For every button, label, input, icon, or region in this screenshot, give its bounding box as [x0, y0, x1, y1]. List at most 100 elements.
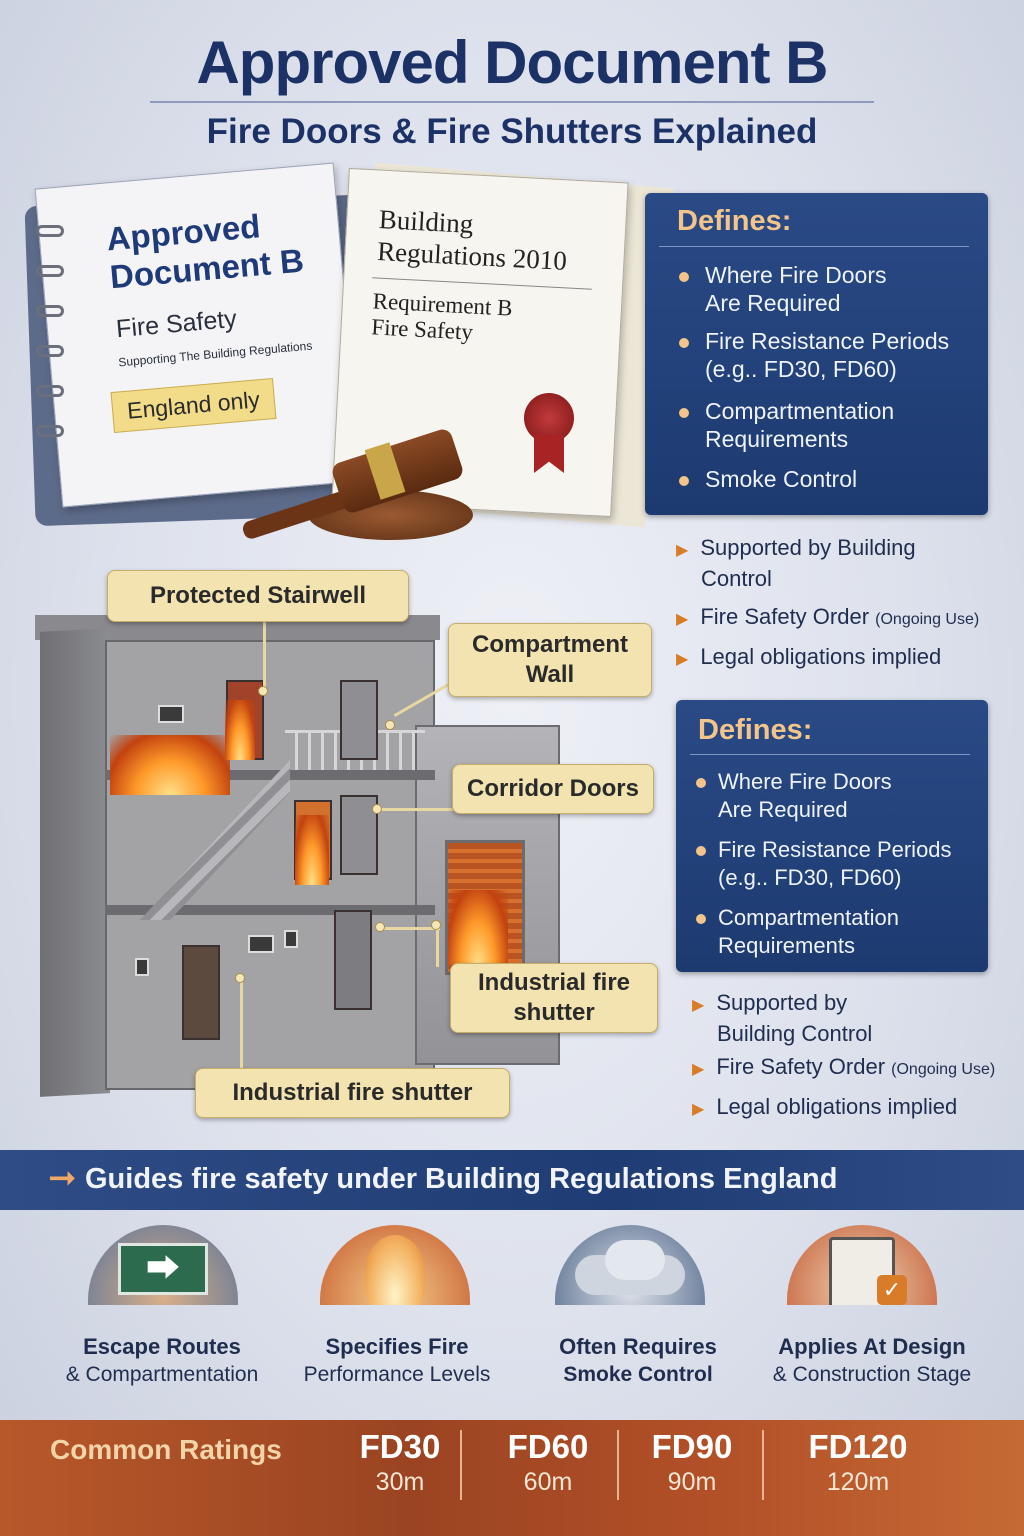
- callout-dot: [431, 920, 441, 930]
- bullet-text: Building Control: [717, 1021, 873, 1046]
- panel-item-line: (e.g.. FD30, FD60): [705, 356, 897, 382]
- fire-icon: [295, 815, 329, 885]
- binder-ring-icon: [36, 265, 64, 277]
- panel-item: Where Fire Doors Are Required: [679, 261, 886, 317]
- panel-item-line: Compartmentation: [705, 398, 895, 424]
- binder-ring-icon: [36, 385, 64, 397]
- callout-leader: [436, 927, 439, 967]
- panel-item: Fire Resistance Periods (e.g.. FD30, FD6…: [696, 836, 952, 892]
- panel-item-line: Where Fire Doors: [705, 262, 887, 288]
- door-icon: [340, 680, 378, 760]
- callout-protected-stairwell: Protected Stairwell: [107, 570, 409, 622]
- window-icon: [248, 935, 274, 953]
- building-side-wall: [40, 628, 110, 1097]
- flame-icon: [320, 1225, 470, 1305]
- callout-dot: [258, 686, 268, 696]
- bullet-dot-icon: [679, 271, 689, 282]
- panel-divider: [690, 754, 970, 755]
- fire-icon: [110, 735, 230, 795]
- ratings-strip: [0, 1420, 1024, 1536]
- fire-icon: [448, 890, 508, 965]
- floor-slab: [105, 905, 435, 915]
- panel-item-line: Are Required: [718, 797, 848, 822]
- bullet-dot-icon: [696, 778, 706, 789]
- callout-leader: [263, 616, 266, 691]
- info-bullet: ▶ Supported by Building Control: [692, 989, 872, 1048]
- window-icon: [135, 958, 149, 976]
- rating-divider: [460, 1430, 462, 1500]
- panel-item-line: Fire Resistance Periods: [705, 328, 950, 354]
- panel-item-line: Where Fire Doors: [718, 769, 892, 794]
- arrow-right-icon: ➞: [48, 1159, 77, 1197]
- panel-item: Where Fire Doors Are Required: [696, 768, 892, 824]
- panel-item: Smoke Control: [679, 465, 857, 493]
- panel-item: Compartmentation Requirements: [696, 904, 899, 960]
- bullet-dot-icon: [696, 846, 706, 857]
- rating-code: FD30: [359, 1428, 441, 1465]
- rating-time: 30m: [375, 1468, 425, 1496]
- binder-ring-icon: [36, 305, 64, 317]
- bullet-dot-icon: [679, 337, 689, 348]
- callout-leader: [240, 978, 243, 1070]
- rating-code: FD120: [808, 1428, 908, 1465]
- triangle-bullet-icon: ▶: [692, 997, 705, 1014]
- clipboard-check-icon: ✓: [787, 1225, 937, 1305]
- regulations-subtitle: Requirement B Fire Safety: [370, 288, 514, 345]
- info-bullet: ▶ Supported by Building Control: [676, 534, 916, 593]
- fire-icon: [225, 700, 255, 760]
- bullet-dot-icon: [679, 475, 689, 486]
- info-bullet: ▶Legal obligations implied: [676, 643, 941, 674]
- feature-title: Specifies Fire: [325, 1334, 469, 1359]
- window-icon: [284, 930, 298, 948]
- window-icon: [158, 705, 184, 723]
- callout-dot: [235, 973, 245, 983]
- callout-leader: [380, 927, 440, 930]
- door-icon: [182, 945, 220, 1040]
- binder-ring-icon: [36, 225, 64, 237]
- smoke-icon: [555, 1225, 705, 1305]
- triangle-bullet-icon: ▶: [676, 542, 689, 559]
- panel-item-line: (e.g.. FD30, FD60): [718, 865, 902, 890]
- rating-divider: [617, 1430, 619, 1500]
- fire-exit-icon: ⮕: [88, 1225, 238, 1305]
- panel-divider: [659, 246, 969, 247]
- feature-subtitle: & Compartmentation: [65, 1363, 259, 1386]
- info-bullet: ▶Legal obligations implied: [692, 1093, 957, 1124]
- panel-item-line: Requirements: [705, 426, 849, 452]
- page-title: Approved Document B: [196, 29, 828, 96]
- defines-panel-bottom: Defines: Where Fire Doors Are Required F…: [676, 700, 988, 972]
- bullet-dot-icon: [679, 407, 689, 418]
- title-divider: [150, 101, 874, 103]
- bullet-note: (Ongoing Use): [875, 611, 980, 628]
- panel-item: Compartmentation Requirements: [679, 397, 894, 453]
- page-subtitle: Fire Doors & Fire Shutters Explained: [206, 112, 818, 151]
- rating-code: FD90: [651, 1428, 733, 1465]
- rating-time: 60m: [523, 1468, 573, 1496]
- bullet-note: (Ongoing Use): [891, 1061, 996, 1078]
- bullet-text: Fire Safety Order: [700, 604, 870, 629]
- feature-title: Applies At Design: [778, 1334, 966, 1359]
- bullet-text: Control: [701, 566, 772, 591]
- panel-item-line: Compartmentation: [718, 905, 899, 930]
- panel-heading: Defines:: [677, 205, 792, 237]
- door-icon: [334, 910, 372, 1010]
- panel-heading: Defines:: [698, 714, 813, 746]
- bullet-text: Supported by Building: [700, 535, 916, 560]
- bullet-text: Fire Safety Order: [716, 1054, 886, 1079]
- callout-corridor-doors: Corridor Doors: [452, 764, 654, 814]
- feature-title: Often Requires: [559, 1334, 717, 1359]
- bullet-text: Legal obligations implied: [700, 644, 942, 669]
- bullet-text: Supported by: [716, 990, 848, 1015]
- bullet-dot-icon: [696, 914, 706, 925]
- callout-dot: [375, 922, 385, 932]
- callout-compartment-wall: Compartment Wall: [448, 623, 652, 697]
- ratings-label: Common Ratings: [50, 1434, 282, 1465]
- triangle-bullet-icon: ▶: [676, 611, 689, 628]
- defines-panel-top: Defines: Where Fire Doors Are Required F…: [645, 193, 988, 515]
- callout-leader: [378, 808, 453, 811]
- floor-slab: [105, 770, 435, 780]
- regulations-title: Building Regulations 2010: [376, 204, 568, 276]
- feature-title: Escape Routes: [83, 1334, 241, 1359]
- door-icon: [340, 795, 378, 875]
- callout-industrial-shutter-bottom: Industrial fire shutter: [195, 1068, 510, 1118]
